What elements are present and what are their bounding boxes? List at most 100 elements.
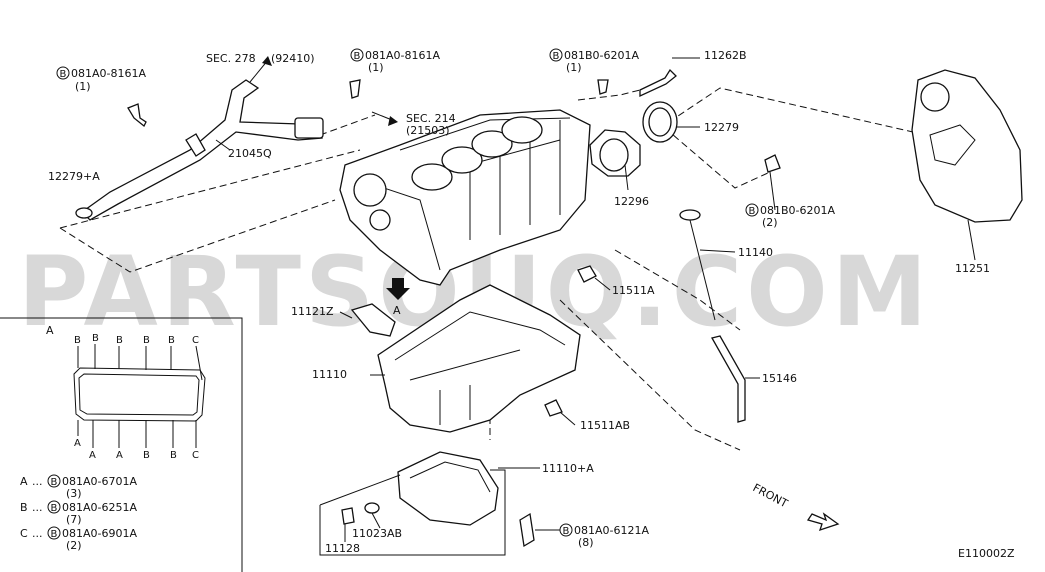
oil-strainer-11121z[interactable] <box>350 303 396 337</box>
plate-hole <box>920 82 950 112</box>
part-label-11110a[interactable]: 11110+A <box>542 462 594 475</box>
part-label-12279[interactable]: 12279 <box>704 121 739 134</box>
qty-label: (1) <box>368 61 384 74</box>
qty-label: (2) <box>762 216 778 229</box>
part-label-15146[interactable]: 15146 <box>762 372 797 385</box>
block-body <box>339 109 591 286</box>
callout-bolt-081a0-8161a-left[interactable]: B 081A0-8161A (1) <box>56 66 146 93</box>
cylinder-block[interactable] <box>339 109 591 286</box>
circle-b-letter: B <box>60 69 67 80</box>
legend-key: B <box>20 501 28 514</box>
upper-pan-detail <box>394 311 566 425</box>
oil-level-gauge-11140[interactable] <box>679 209 716 321</box>
bolt-b-symbol-icon <box>47 474 61 488</box>
circle-b-letter: B <box>354 51 361 62</box>
part-label-11110[interactable]: 11110 <box>312 368 347 381</box>
strainer-body <box>350 303 396 337</box>
part-number-label: 081B0-6201A <box>760 204 836 217</box>
inset-bottom-letter: A <box>116 450 123 461</box>
legend-row-b[interactable]: B ... B 081A0-6251A (7) <box>20 500 137 526</box>
upper-pan-body <box>377 284 581 433</box>
legend-row-a[interactable]: A ... B 081A0-6701A (3) <box>20 474 137 500</box>
bolt-b-symbol-icon <box>47 500 61 514</box>
cylinder-bore <box>471 130 513 158</box>
guide-tube <box>711 335 746 423</box>
inset-top-letter: B <box>74 335 81 346</box>
inset-border <box>0 317 243 572</box>
dashed-reference-lines <box>59 84 971 451</box>
washer-icon <box>364 502 380 514</box>
inset-bottom-letter: C <box>192 450 199 461</box>
sec-214-label[interactable]: SEC. 214 <box>406 112 456 125</box>
cylinder-bore <box>501 116 543 144</box>
rear-oil-seal-12279[interactable] <box>642 101 678 143</box>
oil-gauge-guide-15146[interactable] <box>711 335 746 423</box>
part-label-12279a[interactable]: 12279+A <box>48 170 100 183</box>
oil-pan-lower-11110a[interactable] <box>319 451 506 556</box>
rear-oil-seal-retainer-12296[interactable] <box>589 129 641 177</box>
label-leader-lines <box>215 57 976 542</box>
bolt-b-symbol-icon <box>350 48 364 62</box>
part-label-11128[interactable]: 11128 <box>325 542 360 555</box>
callout-bolt-081a0-8161a-top[interactable]: B 081A0-8161A (1) <box>350 48 440 74</box>
block-front-boss <box>353 173 387 207</box>
part-label-11511a[interactable]: 11511A <box>612 284 655 297</box>
part-label-11140[interactable]: 11140 <box>738 246 773 259</box>
bolt-icon <box>764 154 781 173</box>
oil-pan-upper-11110[interactable] <box>377 284 581 433</box>
o-ring-12279a-icon <box>75 207 93 219</box>
part-label-11251[interactable]: 11251 <box>955 262 990 275</box>
bolt-icon <box>544 399 563 417</box>
part-number-label: 081B0-6201A <box>564 49 640 62</box>
bolt-icon <box>639 68 677 98</box>
front-direction-label: FRONT <box>751 481 791 510</box>
sec214-arrowhead-icon <box>388 116 398 126</box>
bolt-icon <box>349 79 361 99</box>
bolt-icon <box>577 265 597 283</box>
seal-inner <box>648 107 672 137</box>
inset-top-letter: B <box>168 335 175 346</box>
cylinder-bore <box>411 163 453 191</box>
water-pipe-21045q[interactable] <box>75 79 324 221</box>
sec-214-code[interactable]: (21503) <box>406 124 450 137</box>
rear-plate-11251[interactable] <box>911 69 1023 223</box>
part-label-12296[interactable]: 12296 <box>614 195 649 208</box>
part-number-label: 081A0-8161A <box>71 67 146 80</box>
sec-278-label[interactable]: SEC. 278 <box>206 52 256 65</box>
block-detail-lines <box>359 117 571 271</box>
legend-part-number: 081A0-6251A <box>62 501 137 514</box>
inset-bottom-leaders <box>77 420 197 448</box>
block-front-boss <box>369 209 391 231</box>
callout-bolt-081b0-6201a-top[interactable]: B 081B0-6201A (1) <box>549 48 640 74</box>
callout-bolt-081b0-6201a-right[interactable]: B 081B0-6201A (2) <box>745 203 836 229</box>
legend-row-c[interactable]: C ... B 081A0-6901A (2) <box>20 526 137 552</box>
part-label-11262b[interactable]: 11262B <box>704 49 747 62</box>
bolt-b-symbol-icon <box>745 203 759 217</box>
drawing-code: E110002Z <box>958 547 1015 560</box>
bolt-icon <box>597 79 609 95</box>
lower-pan-rim <box>409 461 491 493</box>
sec-278-code[interactable]: (92410) <box>271 52 315 65</box>
legend-qty: (7) <box>66 513 82 526</box>
inset-top-letter: C <box>192 335 199 346</box>
callout-bolt-081a0-6121a[interactable]: B 081A0-6121A (8) <box>559 523 649 549</box>
pipe-connector <box>294 117 324 139</box>
part-label-11121z[interactable]: 11121Z <box>291 305 334 318</box>
bolt-b-symbol-icon <box>56 66 70 80</box>
circle-b-letter: B <box>553 51 560 62</box>
part-label-11023ab[interactable]: 11023AB <box>352 527 402 540</box>
inset-detail-a: A B B B B B C A A A B B C A ... <box>0 317 243 572</box>
legend-qty: (3) <box>66 487 82 500</box>
bolt-icons <box>127 68 781 548</box>
inset-bottom-letter: A <box>89 450 96 461</box>
part-label-11511ab[interactable]: 11511AB <box>580 419 630 432</box>
part-number-label: 081A0-6121A <box>574 524 649 537</box>
part-label-21045q[interactable]: 21045Q <box>228 147 272 160</box>
gauge-handle <box>679 209 701 221</box>
sec214-arrow-line <box>371 111 393 121</box>
inset-gasket-inner <box>78 373 200 416</box>
pipe-bracket <box>185 133 206 157</box>
cylinder-bore <box>441 146 483 174</box>
bolt-b-symbol-icon <box>549 48 563 62</box>
view-a-label: A <box>393 304 401 317</box>
